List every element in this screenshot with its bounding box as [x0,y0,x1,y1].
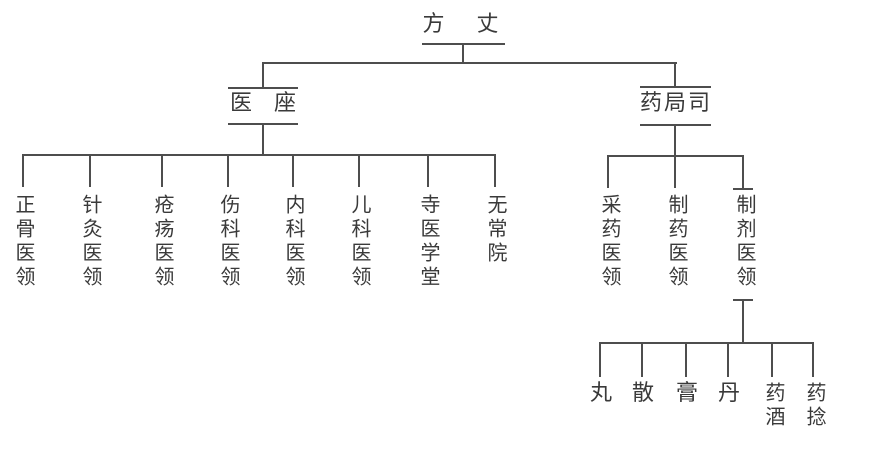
connector-drop [427,156,429,187]
node-left-child-1: 针灸医领 [79,194,103,290]
node-left-branch-label: 医 座 [229,91,297,116]
node-left-child-6: 寺医学堂 [417,194,441,290]
connector-drop [494,156,496,187]
connector-drop [685,344,687,377]
connector-drop [607,157,609,188]
node-form-3: 丹 [717,381,741,406]
node-form-5: 药捻 [803,382,827,430]
right-branch-underline [640,124,711,126]
connector-sub-stem [742,301,744,343]
connector-drop [227,156,229,187]
node-form-0: 丸 [589,381,613,406]
node-left-child-3: 伤科医领 [217,194,241,290]
connector-drop [742,157,744,188]
connector-drop [727,344,729,377]
connector-drop [89,156,91,187]
node-root-label: 方 丈 [422,12,504,37]
connector-drop [599,344,601,377]
node-right-branch-label: 药局司 [639,91,713,116]
node-left-child-5: 儿科医领 [348,194,372,290]
connector-left-rail [22,154,496,156]
connector-left-stem-bottom [262,125,264,155]
connector-right-rail [607,155,744,157]
connector-main-rail [262,62,677,64]
connector-tbar-top [733,188,753,190]
connector-drop [674,157,676,188]
connector-root-stem [462,45,464,63]
connector-right-stem-bottom [674,126,676,156]
connector-drop [771,344,773,377]
left-branch-underline [228,123,298,125]
right-branch-overline [640,86,711,88]
connector-drop [22,156,24,187]
left-branch-overline [228,87,298,89]
node-left-child-4: 内科医领 [282,194,306,290]
root-underline [422,43,505,45]
connector-drop [161,156,163,187]
connector-tbar-bottom [733,299,753,301]
connector-drop [641,344,643,377]
connector-drop [292,156,294,187]
node-form-2: 膏 [675,381,699,406]
node-right-child-0: 采药医领 [598,194,622,290]
node-form-1: 散 [631,381,655,406]
node-right-child-2: 制剂医领 [733,194,757,290]
node-left-child-7: 无常院 [484,194,508,266]
connector-drop [812,344,814,377]
connector-left-stem-top [262,64,264,88]
connector-right-stem-top [674,64,676,87]
node-left-child-2: 疮疡医领 [151,194,175,290]
connector-sub-rail [599,342,814,344]
node-form-4: 药酒 [762,382,786,430]
node-right-child-1: 制药医领 [665,194,689,290]
node-left-child-0: 正骨医领 [12,194,36,290]
connector-drop [358,156,360,187]
